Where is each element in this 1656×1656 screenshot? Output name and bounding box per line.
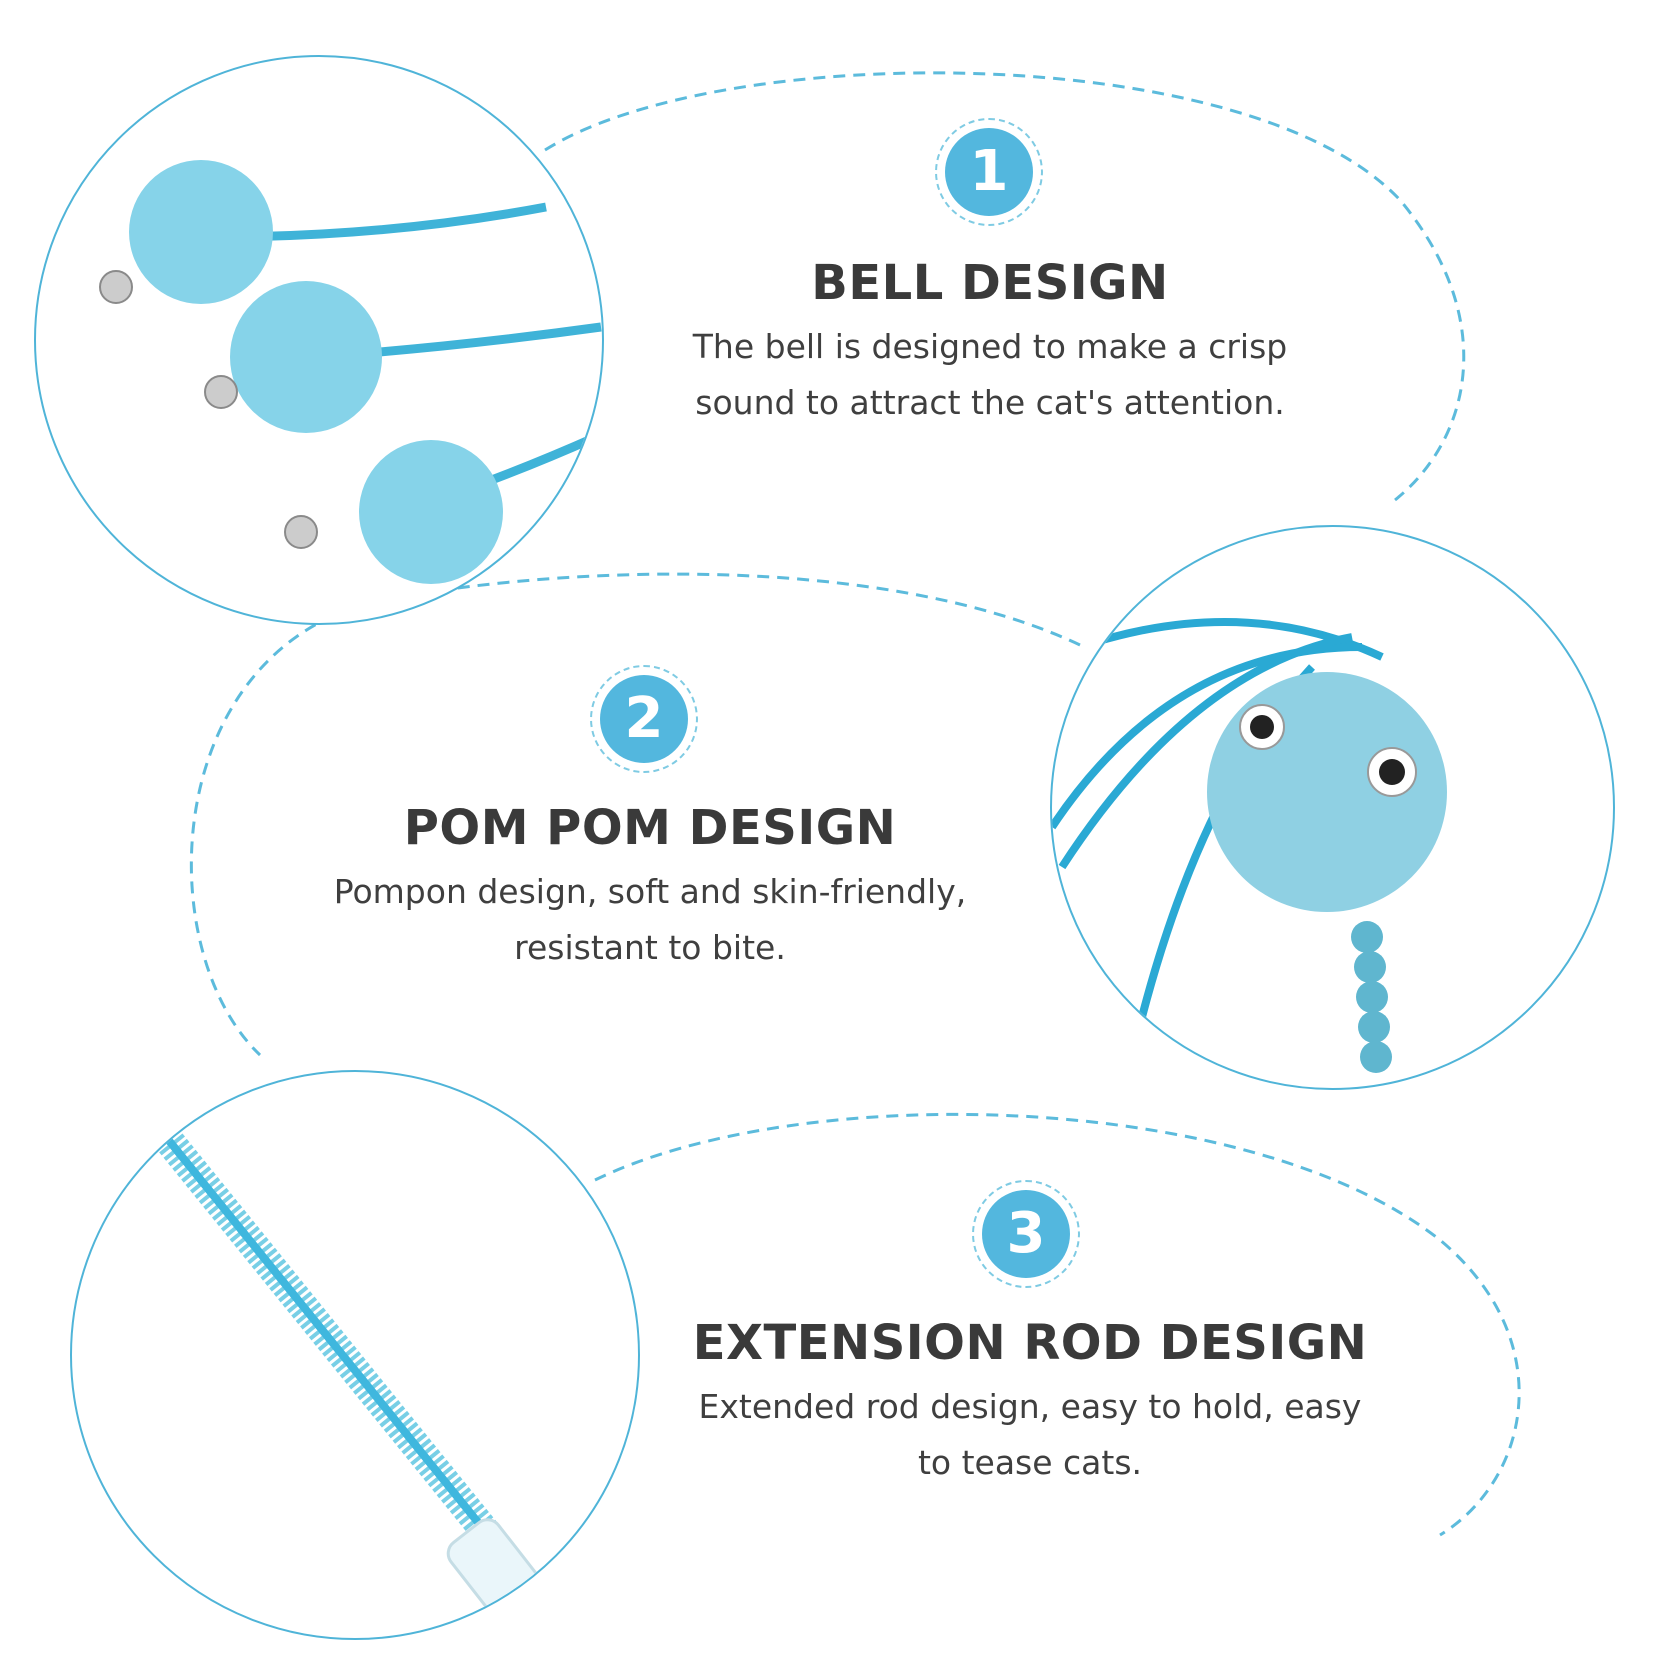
extension-rod-icon xyxy=(150,1122,548,1626)
feature-desc-rod: Extended rod design, easy to hold, easy … xyxy=(698,1387,1362,1482)
feature-pompom: POM POM DESIGN Pompon design, soft and s… xyxy=(290,800,1010,976)
number-badge-2: 2 xyxy=(590,665,698,773)
feature-title-rod: EXTENSION ROD DESIGN xyxy=(692,1315,1368,1371)
feature-title-bell: BELL DESIGN xyxy=(811,255,1169,311)
number-badge-3: 3 xyxy=(972,1180,1080,1288)
feature-title-pompom: POM POM DESIGN xyxy=(403,800,897,856)
feature-bell: BELL DESIGN The bell is designed to make… xyxy=(630,255,1350,431)
pompom-eyes-icon xyxy=(1052,618,1447,1073)
pompom-photo xyxy=(1050,525,1615,1090)
pompom-bells-icon xyxy=(99,160,602,584)
badge-number-3: 3 xyxy=(982,1190,1070,1278)
feature-desc-bell: The bell is designed to make a crisp sou… xyxy=(692,327,1288,422)
number-badge-1: 1 xyxy=(935,118,1043,226)
rod-photo xyxy=(70,1070,640,1640)
badge-number-2: 2 xyxy=(600,675,688,763)
feature-desc-pompom: Pompon design, soft and skin-friendly, r… xyxy=(333,872,967,967)
dashed-arc-1 xyxy=(544,71,1466,502)
bell-photo xyxy=(34,55,604,625)
badge-number-1: 1 xyxy=(945,128,1033,216)
dashed-arc-3 xyxy=(594,1112,1521,1537)
feature-rod: EXTENSION ROD DESIGN Extended rod design… xyxy=(650,1315,1410,1491)
